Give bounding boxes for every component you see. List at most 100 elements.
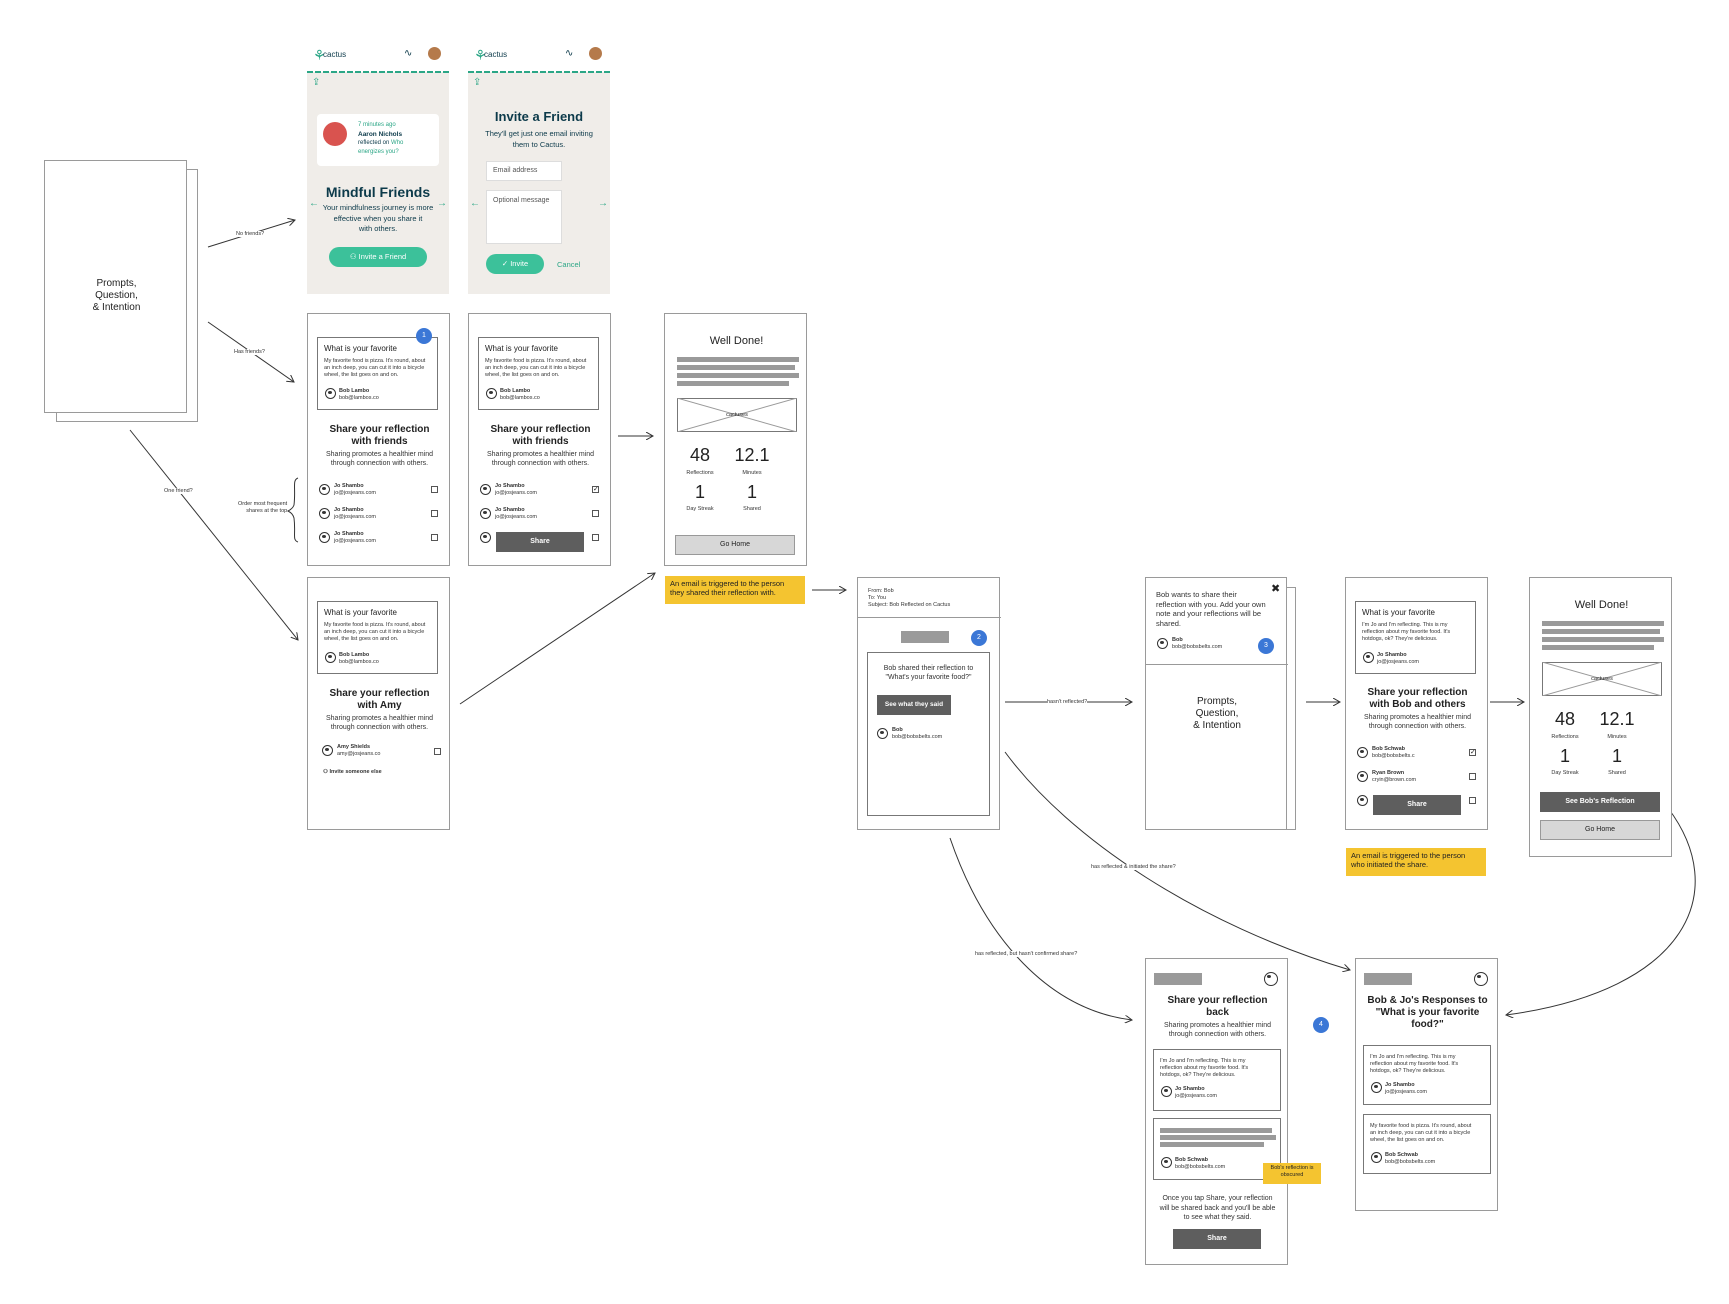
friend-checkbox[interactable] xyxy=(1469,773,1476,780)
invite-button[interactable]: ✓ Invite xyxy=(486,254,544,274)
obscured-reflection-card: Bob Schwab bob@bobsbelts.com xyxy=(1153,1118,1281,1180)
placeholder-bar xyxy=(1160,1135,1276,1140)
add-user-icon: ⚇ xyxy=(323,769,330,775)
friend-checkbox[interactable] xyxy=(592,510,599,517)
stat-value: 48 xyxy=(689,445,711,465)
placeholder-bar xyxy=(1542,621,1664,626)
arrow-left-icon[interactable]: ← xyxy=(470,198,480,209)
activity-link[interactable]: energizes you? xyxy=(358,149,399,155)
email-input[interactable]: Email address xyxy=(486,161,562,181)
logo-placeholder xyxy=(1154,973,1202,985)
step-badge: 1 xyxy=(416,328,432,344)
stat-label: Shared xyxy=(1608,770,1626,776)
sender: Bob bob@bobsbelts.com xyxy=(1172,637,1223,650)
placeholder-bar xyxy=(677,357,799,362)
share-button[interactable]: Share xyxy=(1173,1229,1261,1249)
arrow-left-icon[interactable]: ← xyxy=(309,198,319,209)
see-what-they-said-button[interactable]: See what they said xyxy=(877,695,951,715)
user-icon xyxy=(1357,747,1368,758)
user-icon xyxy=(480,532,491,543)
step-badge: 3 xyxy=(1258,638,1274,654)
invite-friend-button[interactable]: ⚇ Invite a Friend xyxy=(329,247,427,267)
avatar-icon[interactable] xyxy=(428,47,441,60)
friend-checkbox-checked[interactable]: ✓ xyxy=(1469,749,1476,756)
edge-label-has-reflected-not-confirmed: has reflected, but hasn't confirmed shar… xyxy=(975,951,1078,957)
note-bob-obscured: Bob's reflection is obscured xyxy=(1263,1163,1321,1184)
go-home-button[interactable]: Go Home xyxy=(1540,820,1660,840)
placeholder-bar xyxy=(1542,645,1654,650)
prompt-card: What is your favorite My favorite food i… xyxy=(317,337,438,410)
brand-name: cactus xyxy=(484,50,508,59)
user-icon xyxy=(325,652,336,663)
user-icon xyxy=(1371,1082,1382,1093)
image-placeholder xyxy=(1542,662,1662,696)
share-icon[interactable]: ⇪ xyxy=(473,77,482,88)
share-back-title: Share your reflection back xyxy=(1167,995,1268,1018)
see-bobs-reflection-button[interactable]: See Bob's Reflection xyxy=(1540,792,1660,812)
share-button[interactable]: Share xyxy=(1373,795,1461,815)
activity-icon[interactable]: ∿ xyxy=(565,48,574,59)
mindful-title: Mindful Friends xyxy=(325,184,431,200)
edge-label-has-reflected-initiated: has reflected & initiated the share? xyxy=(1091,864,1176,870)
close-icon[interactable]: ✖ xyxy=(1271,583,1281,595)
share-with-friends-screen: What is your favorite My favorite food i… xyxy=(307,313,450,566)
email-header: From: Bob To: You Subject: Bob Reflected… xyxy=(868,588,951,608)
prompt-title: What is your favorite xyxy=(485,344,558,353)
friend-checkbox[interactable] xyxy=(431,486,438,493)
friend-checkbox[interactable] xyxy=(431,534,438,541)
user-icon xyxy=(480,484,491,495)
share-back-subtitle: Sharing promotes a healthier mind throug… xyxy=(1163,1022,1271,1038)
response-card: I'm Jo and I'm reflecting. This is my re… xyxy=(1363,1045,1491,1105)
activity-name: Aaron Nichols xyxy=(358,131,403,138)
activity-icon[interactable]: ∿ xyxy=(404,48,413,59)
user-icon xyxy=(480,508,491,519)
arrow-right-icon[interactable]: → xyxy=(598,198,608,209)
user-icon xyxy=(325,388,336,399)
user-icon xyxy=(1357,795,1368,806)
activity-card[interactable]: 7 minutes ago Aaron Nichols reflected on… xyxy=(317,114,439,166)
friend-checkbox[interactable] xyxy=(592,534,599,541)
friend-checkbox[interactable] xyxy=(434,748,441,755)
arrow-right-icon[interactable]: → xyxy=(437,198,447,209)
message-input[interactable]: Optional message xyxy=(486,190,562,244)
stat-value: 48 xyxy=(1554,709,1576,729)
share-button[interactable]: Share xyxy=(496,532,584,552)
profile-icon[interactable] xyxy=(1264,972,1278,986)
prompt-card: What is your favorite I'm Jo and I'm ref… xyxy=(1355,601,1476,674)
friend-checkbox[interactable] xyxy=(431,510,438,517)
well-done-title: Well Done! xyxy=(1574,599,1629,611)
cancel-link[interactable]: Cancel xyxy=(557,260,581,269)
user-icon xyxy=(1157,638,1168,649)
stat-label: Day Streak xyxy=(1551,770,1579,776)
activity-time: 7 minutes ago xyxy=(358,122,396,128)
profile-icon[interactable] xyxy=(1474,972,1488,986)
friend-checkbox-checked[interactable]: ✓ xyxy=(592,486,599,493)
note-email-triggered-2: An email is triggered to the person who … xyxy=(1346,848,1486,876)
go-home-button[interactable]: Go Home xyxy=(675,535,795,555)
share-icon[interactable]: ⇪ xyxy=(312,77,321,88)
avatar-icon[interactable] xyxy=(589,47,602,60)
friend-checkbox[interactable] xyxy=(1469,797,1476,804)
app-header: ⚘ cactus ∿ xyxy=(307,44,449,72)
edge-label-hasnt-reflected: hasn't reflected? xyxy=(1047,699,1088,705)
share-subtitle: Sharing promotes a healthier mind throug… xyxy=(325,715,433,731)
share-with-amy-screen: What is your favorite My favorite food i… xyxy=(307,577,450,830)
invite-someone-link[interactable]: ⚇ Invite someone else xyxy=(323,769,382,775)
step-badge: 4 xyxy=(1313,1017,1329,1033)
prompt-text: I'm Jo and I'm reflecting. This is my re… xyxy=(1362,622,1451,642)
stat-value: 12.1 xyxy=(734,445,770,465)
sender: Bob bob@bobsbelts.com xyxy=(892,727,943,740)
check-icon: ✓ xyxy=(501,259,511,268)
share-subtitle: Sharing promotes a healthier mind throug… xyxy=(1363,714,1471,730)
author: Bob Lambo bob@lambos.co xyxy=(339,388,379,401)
share-with-bob-screen: What is your favorite I'm Jo and I'm ref… xyxy=(1345,577,1488,830)
